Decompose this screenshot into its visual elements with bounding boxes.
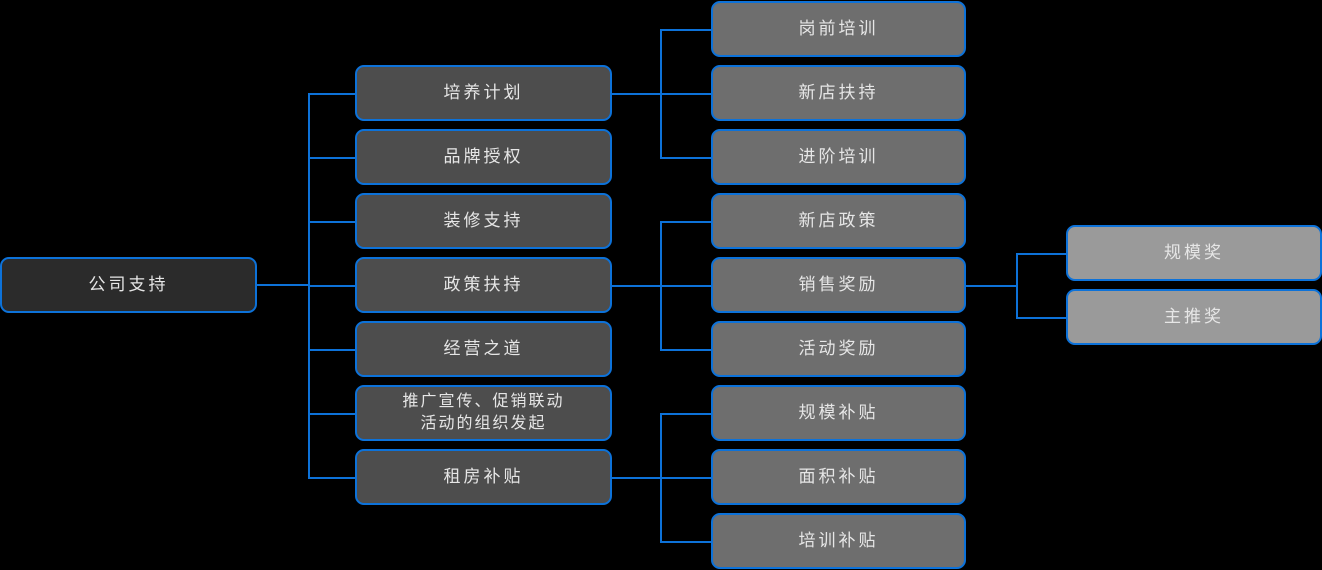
node-level1-6[interactable]: 租房补贴 xyxy=(355,449,612,505)
connector-branch-租房补贴 xyxy=(308,477,355,479)
connector-branch-岗前培训 xyxy=(660,29,711,31)
connector-branch-推广宣传 xyxy=(308,413,355,415)
node-level2-8[interactable]: 培训补贴 xyxy=(711,513,966,569)
connector-trunk-销售奖励 xyxy=(1016,253,1018,317)
connector-branch-政策扶持 xyxy=(308,285,355,287)
node-level2-3[interactable]: 新店政策 xyxy=(711,193,966,249)
connector-branch-装修支持 xyxy=(308,221,355,223)
node-level3-0[interactable]: 规模奖 xyxy=(1066,225,1322,281)
node-level2-5[interactable]: 活动奖励 xyxy=(711,321,966,377)
node-level2-1[interactable]: 新店扶持 xyxy=(711,65,966,121)
connector-stub-政策扶持 xyxy=(612,285,660,287)
connector-branch-新店政策 xyxy=(660,221,711,223)
connector-branch-面积补贴 xyxy=(660,477,711,479)
connector-branch-经营之道 xyxy=(308,349,355,351)
node-level1-4[interactable]: 经营之道 xyxy=(355,321,612,377)
node-level2-6[interactable]: 规模补贴 xyxy=(711,385,966,441)
node-level1-5[interactable]: 推广宣传、促销联动 活动的组织发起 xyxy=(355,385,612,441)
connector-stub-租房补贴 xyxy=(612,477,660,479)
connector-branch-活动奖励 xyxy=(660,349,711,351)
node-level2-2[interactable]: 进阶培训 xyxy=(711,129,966,185)
connector-branch-培训补贴 xyxy=(660,541,711,543)
node-level1-1[interactable]: 品牌授权 xyxy=(355,129,612,185)
node-level2-0[interactable]: 岗前培训 xyxy=(711,1,966,57)
node-level3-1[interactable]: 主推奖 xyxy=(1066,289,1322,345)
connector-stub-销售奖励 xyxy=(966,285,1016,287)
connector-branch-进阶培训 xyxy=(660,157,711,159)
connector-stub-培养计划 xyxy=(612,93,660,95)
node-level2-7[interactable]: 面积补贴 xyxy=(711,449,966,505)
connector-branch-规模补贴 xyxy=(660,413,711,415)
node-level1-0[interactable]: 培养计划 xyxy=(355,65,612,121)
node-level1-2[interactable]: 装修支持 xyxy=(355,193,612,249)
node-root[interactable]: 公司支持 xyxy=(0,257,257,313)
connector-branch-新店扶持 xyxy=(660,93,711,95)
connector-branch-主推奖 xyxy=(1016,317,1066,319)
connector-branch-品牌授权 xyxy=(308,157,355,159)
connector-branch-培养计划 xyxy=(308,93,355,95)
connector-root-stub xyxy=(257,284,308,286)
node-level2-4[interactable]: 销售奖励 xyxy=(711,257,966,313)
connector-branch-销售奖励 xyxy=(660,285,711,287)
node-level1-3[interactable]: 政策扶持 xyxy=(355,257,612,313)
connector-branch-规模奖 xyxy=(1016,253,1066,255)
